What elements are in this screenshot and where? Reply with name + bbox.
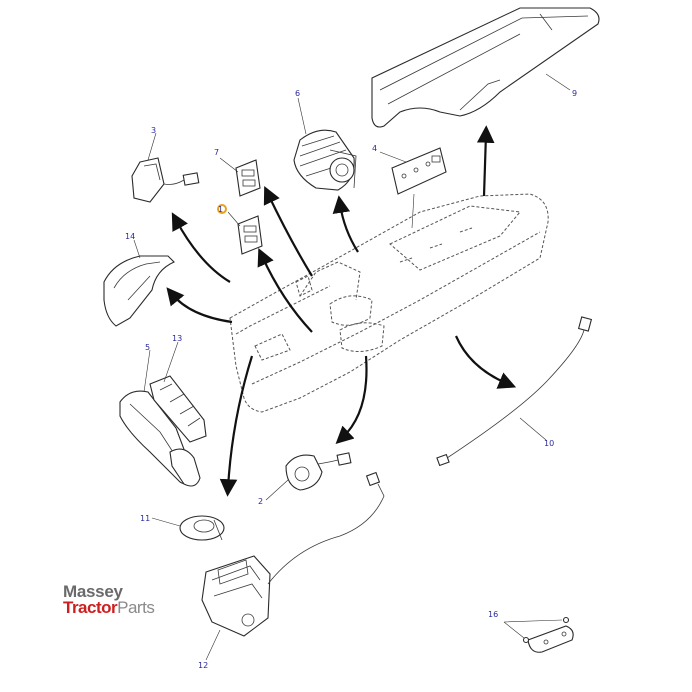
callout-3: 3 xyxy=(151,126,156,135)
callout-14: 14 xyxy=(125,232,135,241)
rotary-switch-part xyxy=(293,129,357,191)
callout-1: 1 xyxy=(218,205,223,214)
rotary-knob-part xyxy=(285,452,352,491)
callout-16: 16 xyxy=(488,610,498,619)
callout-5: 5 xyxy=(145,343,150,352)
logo-line-1: Massey xyxy=(63,582,123,601)
joystick-housing-part xyxy=(119,390,201,487)
switch-with-cable-part xyxy=(131,157,200,203)
logo-brand-text: Tractor xyxy=(63,598,118,617)
logo-suffix-text: Parts xyxy=(117,598,155,617)
switch-part-7 xyxy=(235,159,261,197)
switch-part-1 xyxy=(237,215,263,255)
callout-4: 4 xyxy=(372,144,377,153)
massey-tractor-parts-logo: Massey TractorParts xyxy=(63,582,155,617)
callout-6: 6 xyxy=(295,89,300,98)
decal-panel-part xyxy=(391,147,447,229)
assembly-arrows xyxy=(166,125,517,497)
callout-9: 9 xyxy=(572,89,577,98)
logo-line-2: TractorParts xyxy=(63,598,155,617)
wiring-harness-part xyxy=(436,316,593,467)
highlight-marker xyxy=(217,204,227,214)
callout-11: 11 xyxy=(140,514,150,523)
switch-block-part xyxy=(149,375,207,443)
callout-10: 10 xyxy=(544,439,554,448)
side-cover-part xyxy=(103,255,175,327)
callout-2: 2 xyxy=(258,497,263,506)
leader-lines xyxy=(133,73,571,661)
lever-unit-part xyxy=(201,471,385,637)
callout-13: 13 xyxy=(172,334,182,343)
armrest-cushion-part xyxy=(371,7,600,128)
callout-labels: 1 2 3 4 5 6 7 9 10 11 12 13 14 16 xyxy=(125,89,577,670)
gaiter-part xyxy=(179,515,225,541)
console-base-part xyxy=(229,193,549,413)
callout-7: 7 xyxy=(214,148,219,157)
bracket-part xyxy=(503,616,574,653)
callout-12: 12 xyxy=(198,661,208,670)
